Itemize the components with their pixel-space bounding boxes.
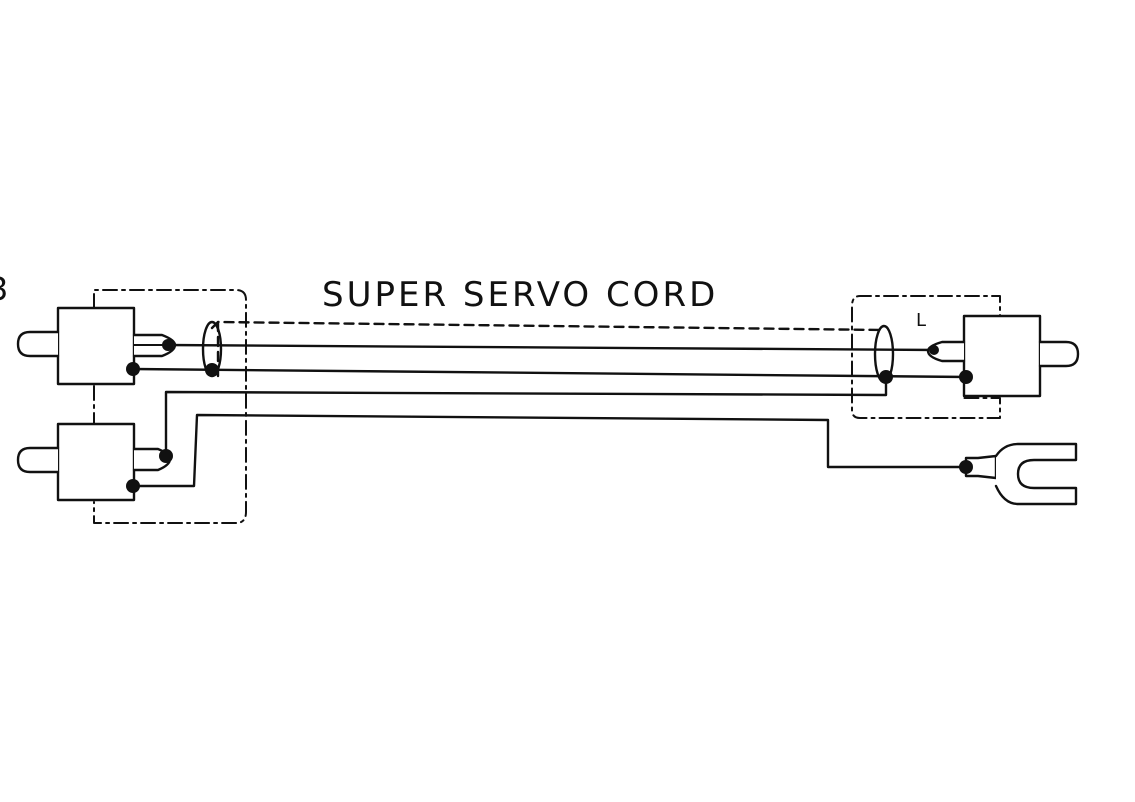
junction-dot [159,449,173,463]
spade-lug-terminal [964,442,1078,506]
junction-dot [126,479,140,493]
spade-lug-fork [994,442,1078,506]
junction-dot [929,345,939,355]
left-top-plug [16,306,177,386]
cord-conductor-spade-lug [131,413,968,488]
diagram-title: SUPER SERVO CORD [322,275,718,315]
left-bottom-plug-pin [16,446,60,474]
left-connector-enclosure [93,289,247,524]
right-connector-enclosure [851,295,1001,419]
junction-dot [205,363,219,377]
cord-conductor-signal [163,343,940,352]
right-box-mark: L [916,310,926,331]
junction-dot [959,370,973,384]
junction-dot [959,460,973,474]
junction-dot [162,339,174,351]
junction-dot [879,370,893,384]
right-plug-pin [1038,340,1080,368]
junction-dot [126,362,140,376]
edge-mark-label: 3 [0,270,8,308]
cord-conductor-ground [131,367,970,379]
left-top-plug-pin [16,330,60,358]
left-bottom-plug [16,422,172,502]
right-plug [926,314,1080,398]
cord-conductor-second-plug [164,375,888,458]
